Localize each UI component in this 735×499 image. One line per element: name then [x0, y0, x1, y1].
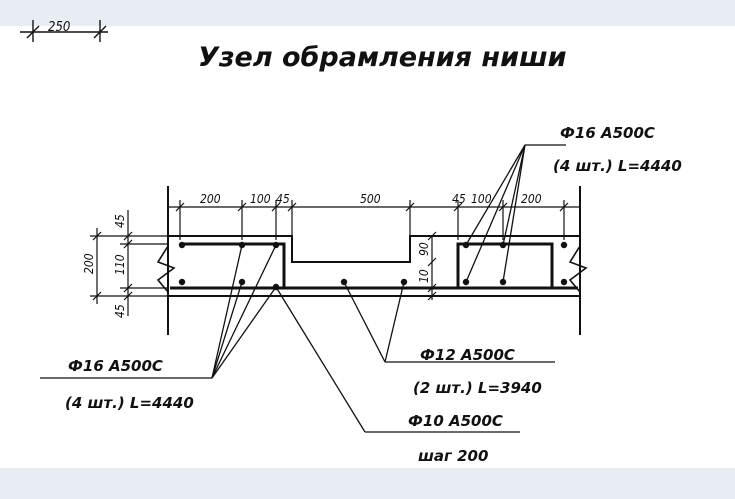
callout-top-right-line2: (4 шт.) L=4440 [553, 157, 682, 175]
callout-mid-right-line1: Ф12 А500С [420, 346, 515, 364]
dim-100-right: 100 [471, 192, 492, 206]
dim-100-left: 100 [250, 192, 271, 206]
rebar-bar [560, 241, 568, 249]
rebar-bar [178, 278, 186, 286]
break-mark-right [568, 245, 588, 293]
dim-110-left: 110 [113, 254, 127, 275]
callout-top-right: Ф16 А500С (4 шт.) L=4440 [553, 124, 682, 175]
drawing-title: Узел обрамления ниши [198, 42, 567, 73]
callout-bottom-right: Ф10 А500С шаг 200 [408, 412, 503, 465]
corner-dimension-value: 250 [48, 20, 70, 35]
callout-bottom-left: Ф16 А500С (4 шт.) L=4440 [65, 357, 194, 412]
callout-top-right-line1: Ф16 А500С [560, 124, 655, 142]
dim-45-bottom-left: 45 [113, 304, 127, 318]
left-dimension-line [90, 210, 168, 316]
callout-mid-right: Ф12 А500С (2 шт.) L=3940 [413, 346, 542, 397]
right-dimension-values: 90 10 [417, 242, 431, 283]
break-mark-left [156, 245, 176, 293]
right-dimension-line [427, 231, 437, 301]
slab-outline [167, 186, 581, 335]
dim-45-left: 45 [276, 192, 290, 206]
rebar-bar [178, 241, 186, 249]
rebar-lines [170, 242, 578, 290]
dim-90: 90 [417, 242, 431, 256]
callout-bottom-right-line1: Ф10 А500С [408, 412, 503, 430]
callout-bottom-left-line1: Ф16 А500С [68, 357, 163, 375]
rebar-bar [560, 278, 568, 286]
dim-500: 500 [360, 192, 381, 206]
leader-lines [40, 144, 566, 433]
drawing-sheet [0, 26, 735, 468]
top-dimension-values: 200 100 45 500 45 100 200 [200, 192, 542, 206]
callout-bottom-left-line2: (4 шт.) L=4440 [65, 394, 194, 412]
top-dimension-line [168, 200, 580, 240]
corner-dimension [20, 20, 108, 42]
dim-200-right: 200 [521, 192, 542, 206]
dim-200-left-vertical: 200 [82, 253, 96, 274]
left-dimension-values: 45 200 110 45 [82, 214, 127, 318]
callout-mid-right-line2: (2 шт.) L=3940 [413, 379, 542, 397]
dim-200-left: 200 [200, 192, 221, 206]
callout-bottom-right-line2: шаг 200 [418, 447, 488, 465]
dim-45-top-left: 45 [113, 214, 127, 228]
dim-45-right: 45 [452, 192, 466, 206]
dim-10: 10 [417, 269, 431, 283]
